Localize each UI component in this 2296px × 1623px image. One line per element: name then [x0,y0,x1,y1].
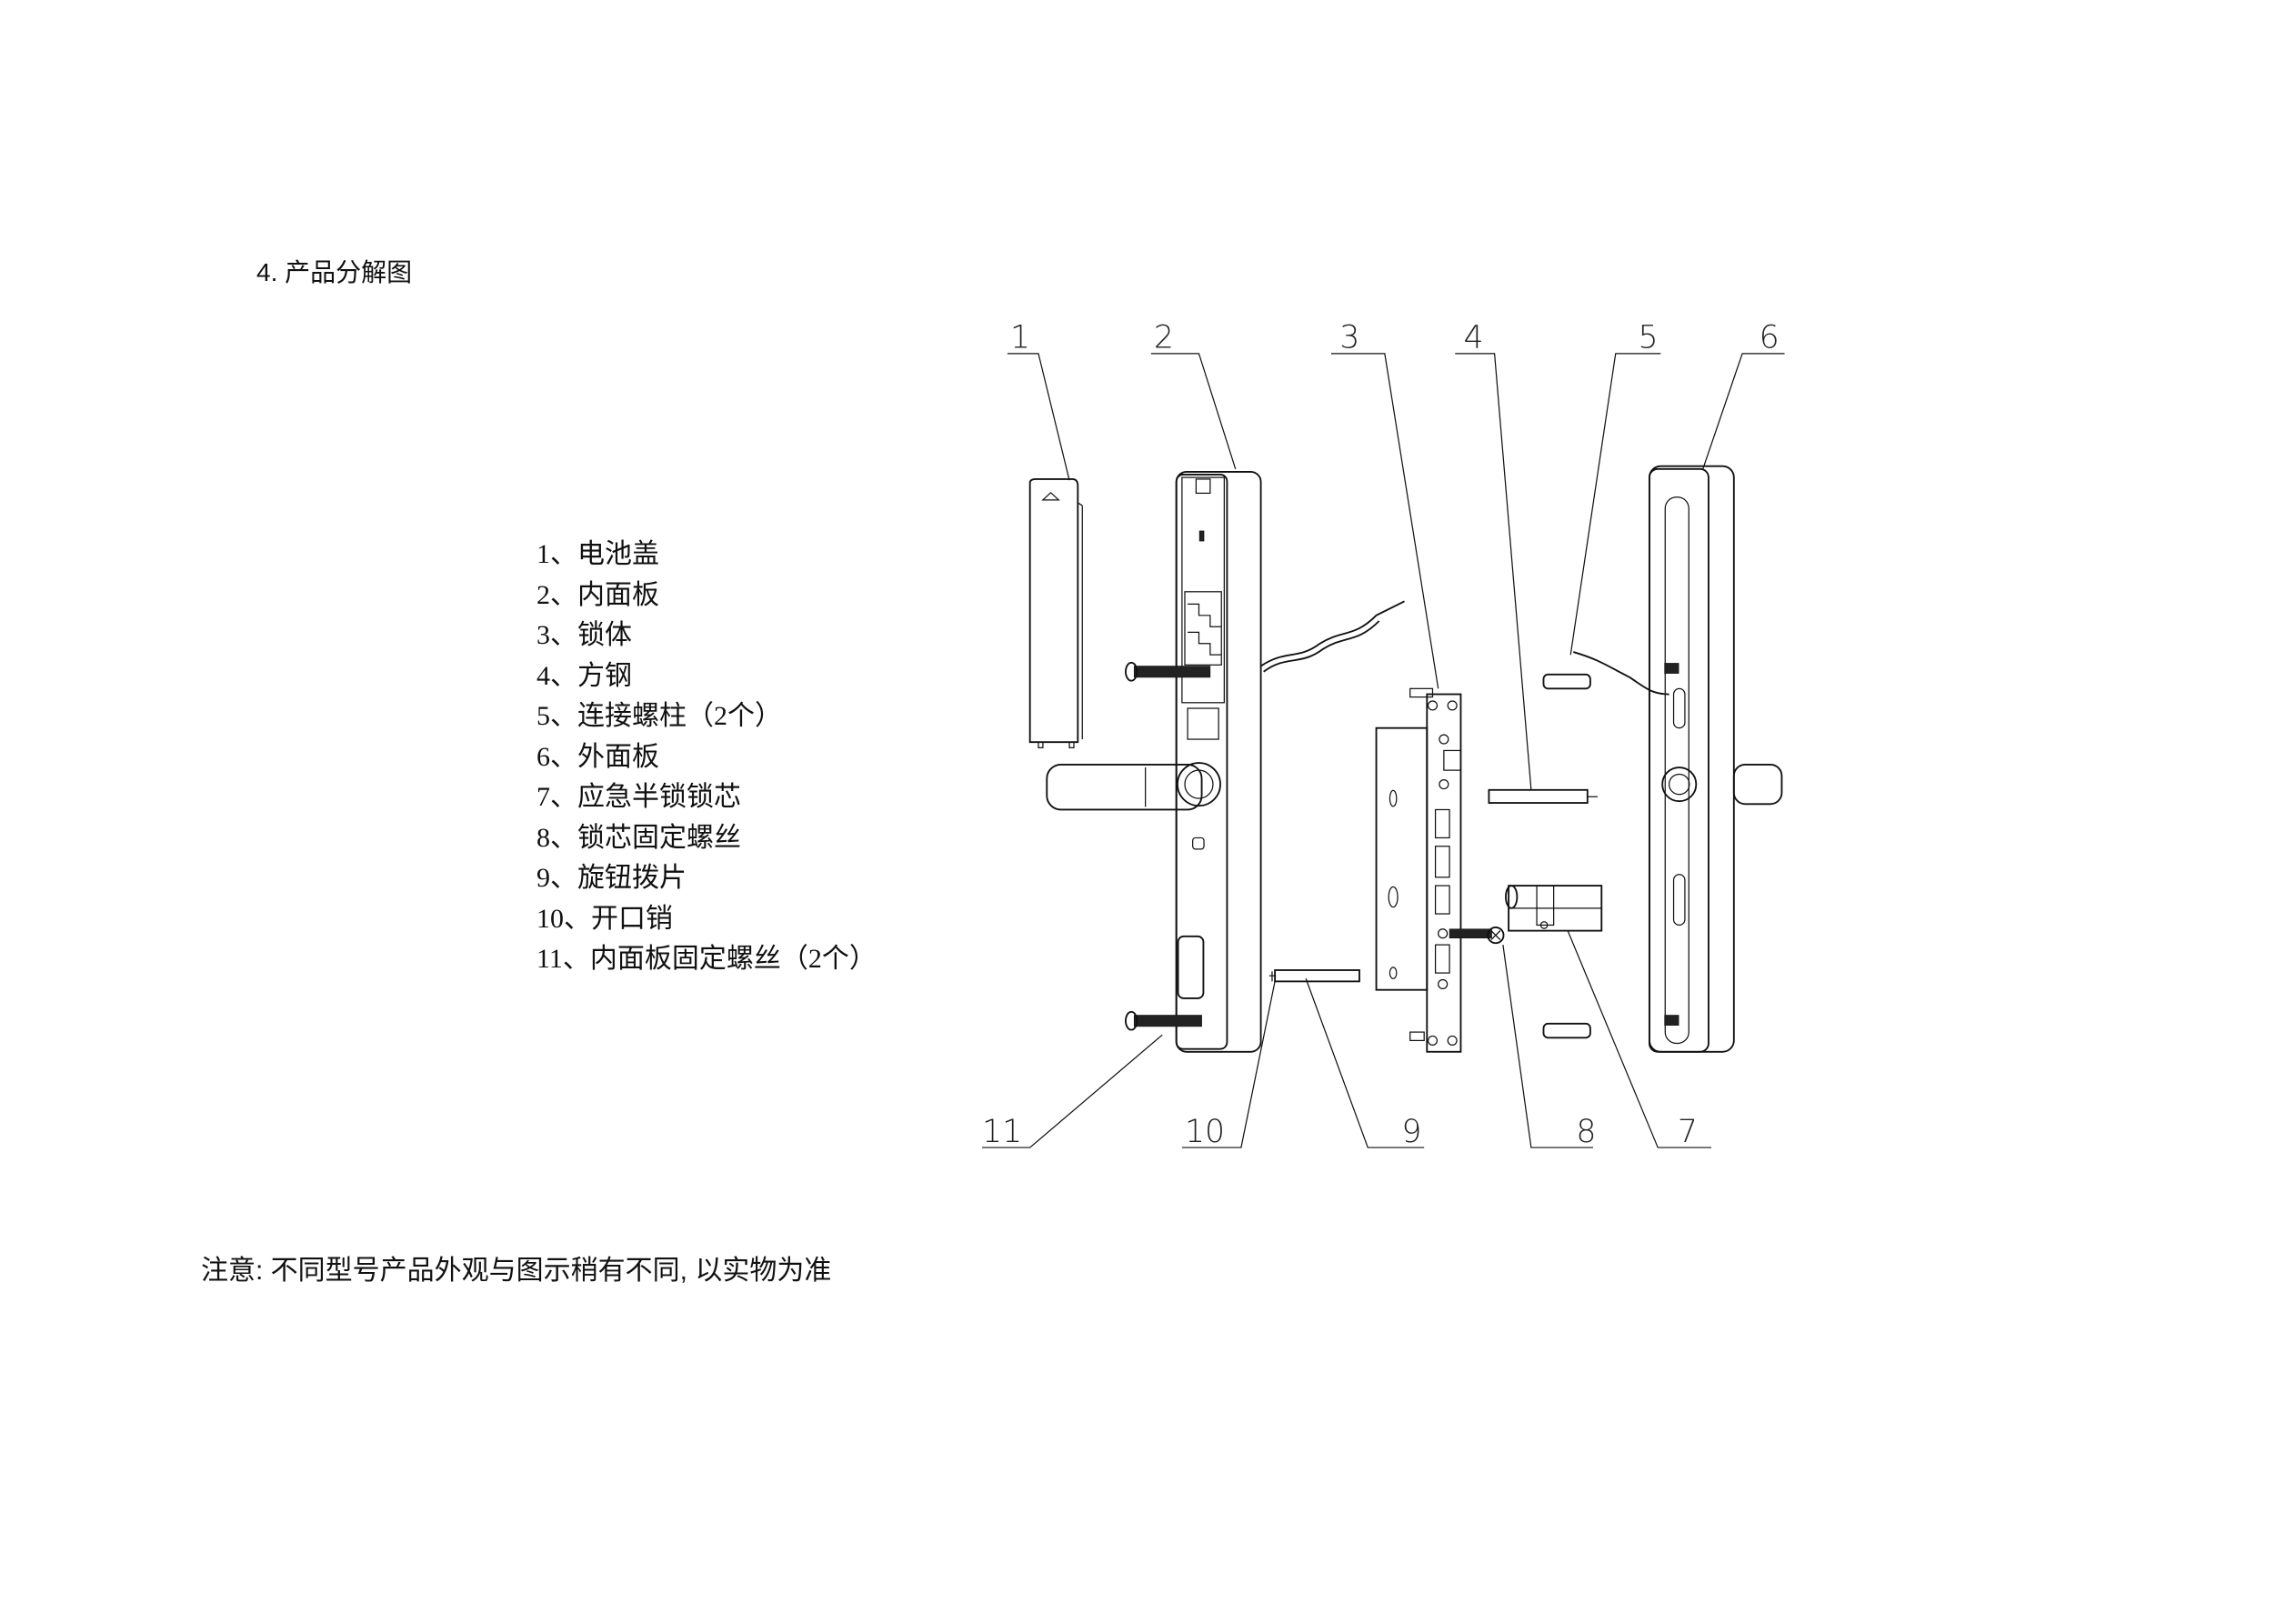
callout-4: 4 [1464,320,1484,356]
legend-item: 5、连接螺柱（2个） [536,701,782,731]
inner-panel-screws [1125,661,1211,1031]
legend-item: 6、外面板 [536,741,659,772]
legend-item: 8、锁芯固定螺丝 [536,822,741,853]
callout-9: 9 [1401,1114,1421,1150]
callout-3: 3 [1339,320,1359,356]
callout-1: 1 [1010,320,1030,356]
parts-legend: 1、电池盖 2、内面板 3、锁体 4、方钢 5、连接螺柱（2个） 6、外面板 7… [536,535,877,980]
emergency-cylinder [1505,885,1603,932]
connection-studs [1542,651,1669,1039]
legend-item: 4、方钢 [536,660,632,691]
lock-body [1375,687,1462,1053]
inner-panel [1046,470,1405,1053]
battery-cover [1028,478,1083,748]
exploded-view-diagram: 1 2 3 4 5 6 7 8 9 10 11 [982,320,1785,1150]
legend-item: 11、内面板固定螺丝（2个） [536,944,877,974]
legend-item: 9、旋钮拨片 [536,863,687,893]
outer-panel [1648,465,1783,1053]
callout-2: 2 [1154,320,1174,356]
callout-10: 10 [1185,1114,1225,1150]
square-spindle [1488,788,1589,804]
knob-spindle [1268,969,1360,983]
callout-6: 6 [1760,320,1780,356]
section-title: 4. 产品分解图 [256,258,413,286]
legend-item: 7、应急半锁锁芯 [536,782,741,812]
cylinder-screw [1449,926,1505,945]
callout-11: 11 [982,1114,1022,1150]
legend-item: 10、开口销 [536,903,673,934]
legend-item: 1、电池盖 [536,539,659,569]
callout-8: 8 [1576,1114,1596,1150]
disclaimer-note: 注意: 不同型号产品外观与图示稍有不同, 以实物为准 [201,1256,832,1286]
legend-item: 3、锁体 [536,620,632,650]
callout-7: 7 [1678,1114,1698,1150]
leader-lines [982,353,1785,1148]
callout-5: 5 [1639,320,1659,356]
legend-item: 2、内面板 [536,579,659,610]
